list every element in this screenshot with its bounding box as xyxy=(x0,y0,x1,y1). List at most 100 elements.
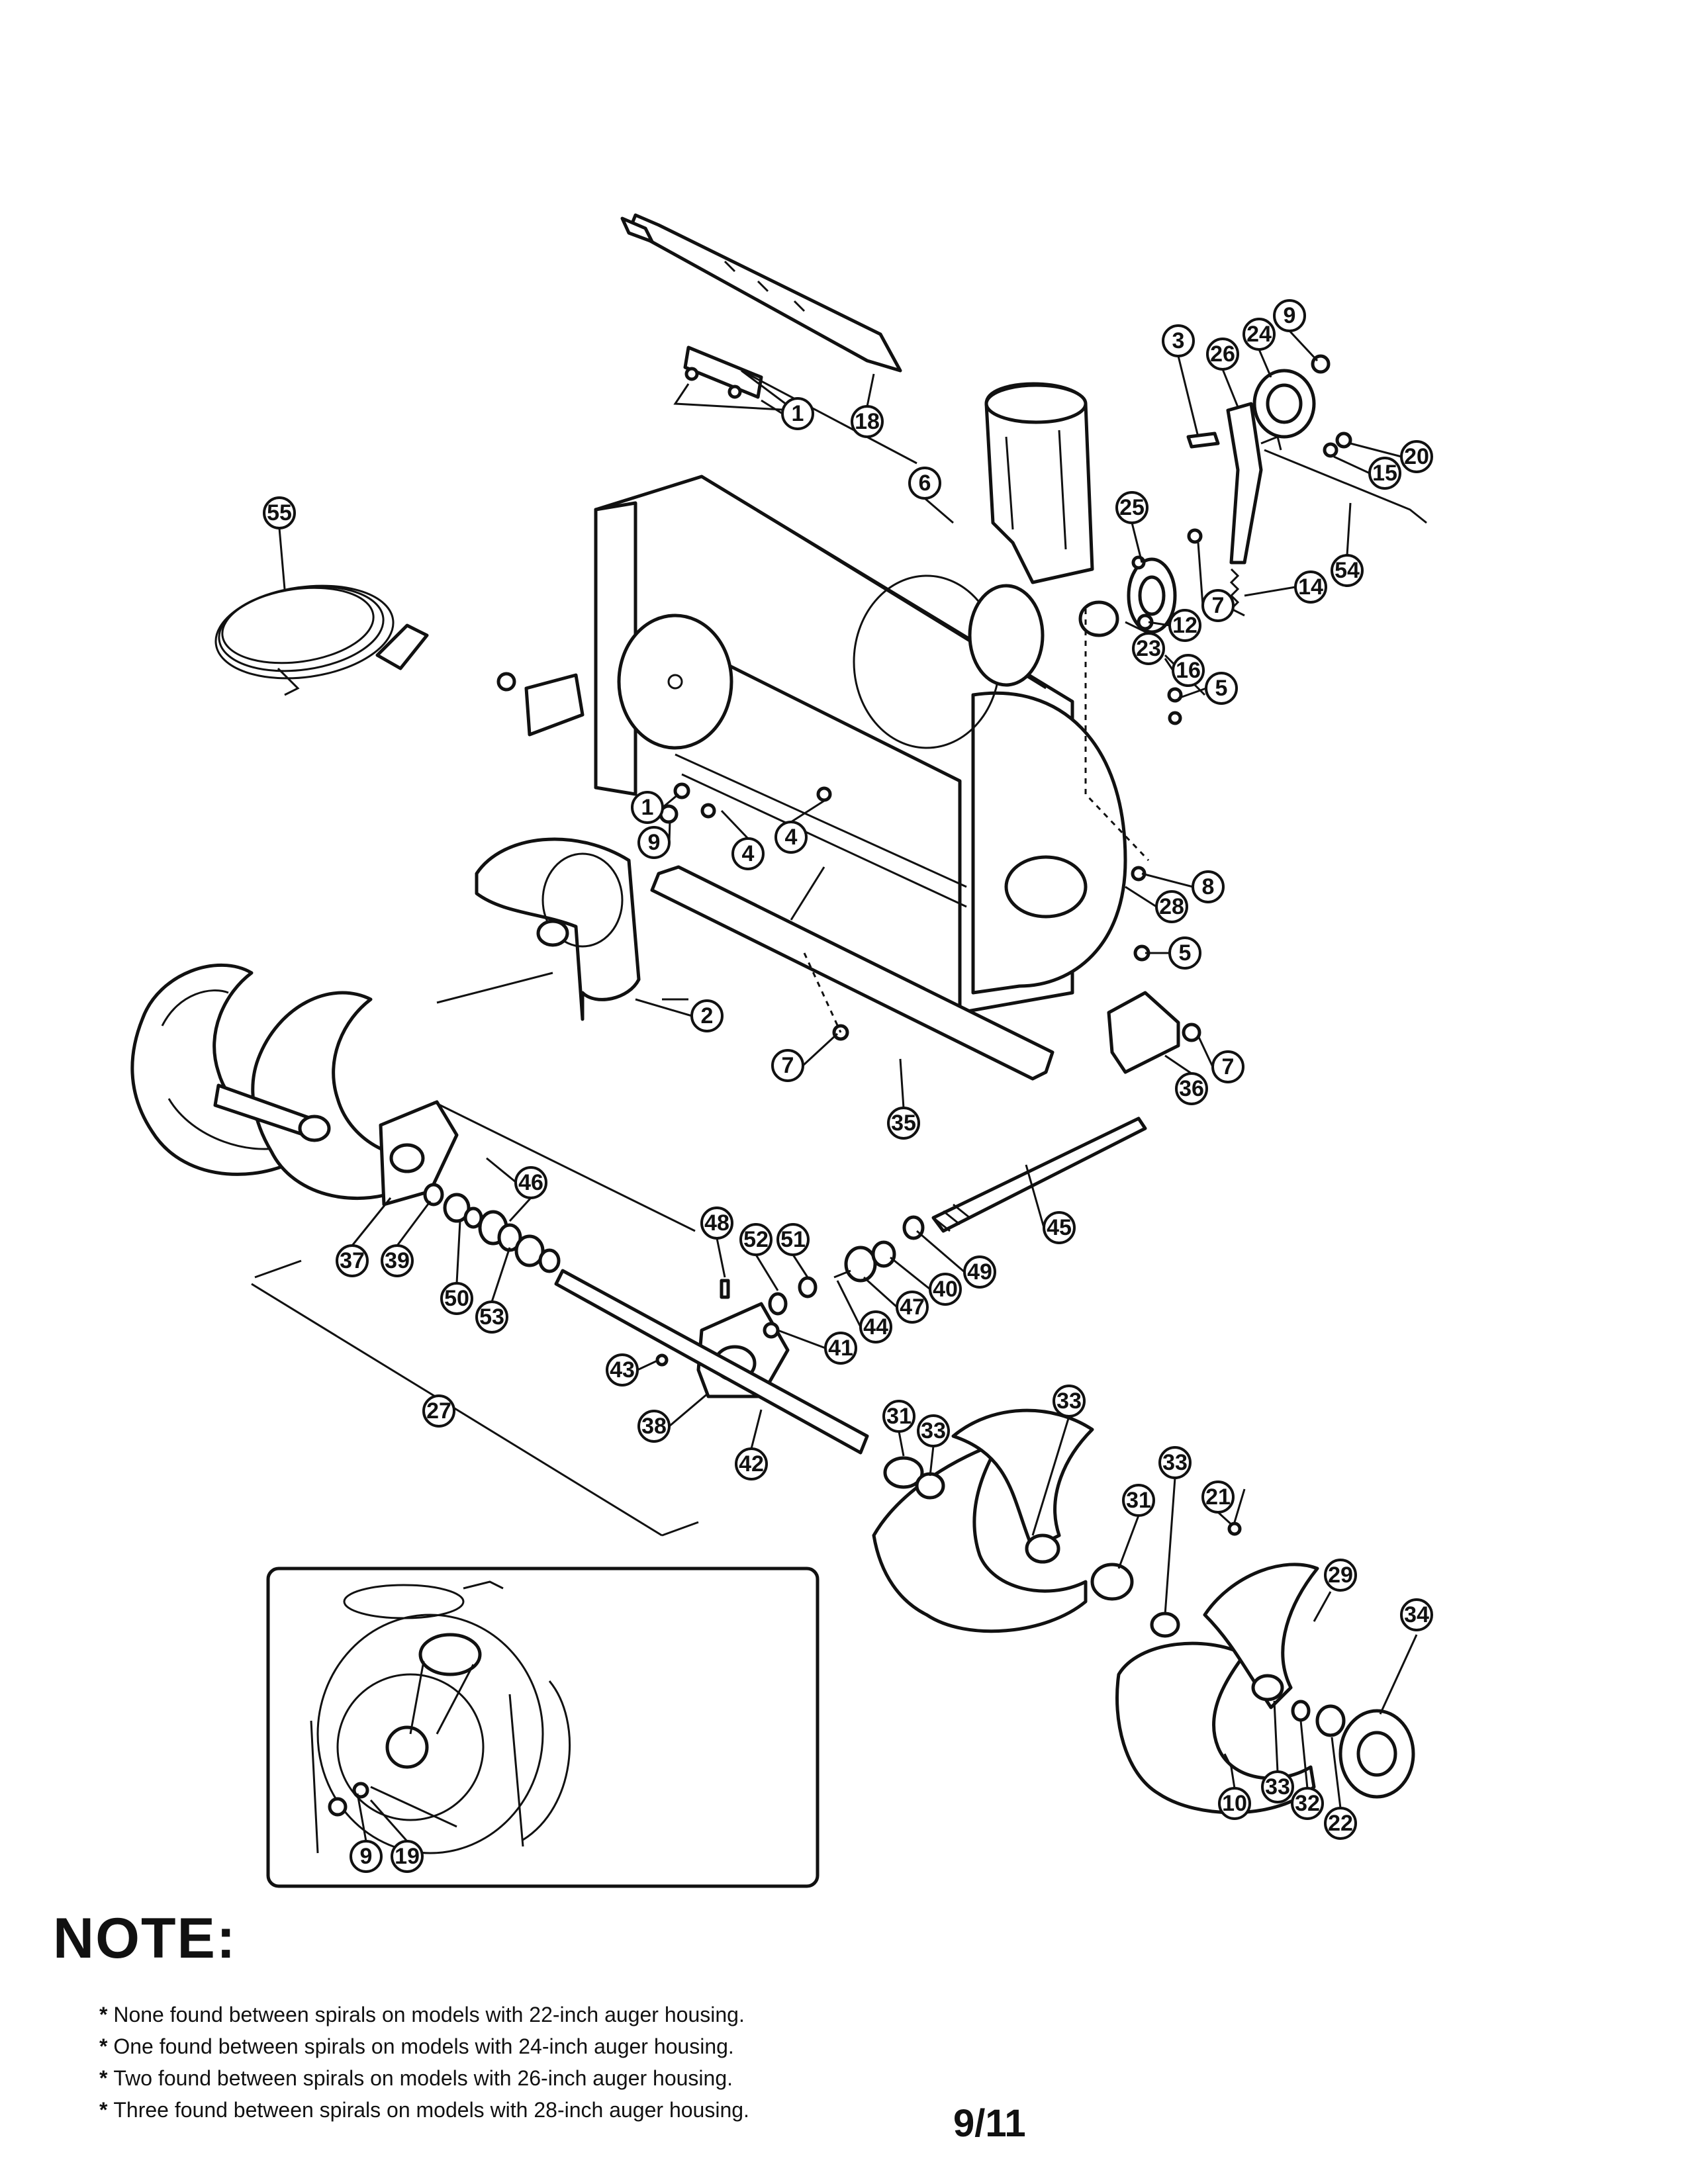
auger-shaft-part xyxy=(554,1269,869,1455)
callout-24: 24 xyxy=(1243,318,1276,351)
svg-text:40: 40 xyxy=(933,1277,958,1302)
svg-text:19: 19 xyxy=(395,1844,420,1869)
svg-text:9: 9 xyxy=(648,830,661,855)
impeller-cover-part xyxy=(475,837,641,1021)
callout-37: 37 xyxy=(336,1244,369,1277)
inset-detail xyxy=(266,1567,820,1888)
callout-31-right: 31 xyxy=(1122,1484,1155,1517)
skid-shoe-left-part xyxy=(496,672,585,737)
worm-shaft-part xyxy=(902,1116,1147,1240)
svg-text:54: 54 xyxy=(1335,558,1360,583)
idler-bracket-part xyxy=(1186,402,1263,565)
callout-53: 53 xyxy=(475,1300,508,1334)
svg-text:20: 20 xyxy=(1404,444,1429,469)
callout-7-right: 7 xyxy=(1211,1050,1244,1083)
svg-text:31: 31 xyxy=(886,1404,912,1429)
svg-text:18: 18 xyxy=(855,409,880,434)
callout-15: 15 xyxy=(1368,457,1401,490)
svg-text:45: 45 xyxy=(1047,1215,1072,1240)
callout-32: 32 xyxy=(1291,1787,1324,1820)
svg-text:7: 7 xyxy=(782,1053,794,1078)
bearing-housing-part xyxy=(1291,1700,1415,1799)
note-title: NOTE: xyxy=(53,1907,237,1970)
callout-26: 26 xyxy=(1206,338,1239,371)
svg-text:38: 38 xyxy=(641,1414,667,1439)
svg-text:41: 41 xyxy=(828,1336,853,1361)
callout-38: 38 xyxy=(637,1410,671,1443)
svg-text:1: 1 xyxy=(792,401,804,426)
callout-7-middle: 7 xyxy=(771,1049,804,1082)
note-item: One found between spirals on models with… xyxy=(99,2030,749,2062)
svg-text:29: 29 xyxy=(1328,1563,1353,1588)
callout-20: 20 xyxy=(1400,440,1433,473)
callout-42: 42 xyxy=(735,1447,768,1480)
right-auger-spiral-part xyxy=(872,1408,1094,1633)
svg-text:7: 7 xyxy=(1222,1054,1235,1079)
callout-22: 22 xyxy=(1324,1807,1357,1840)
shaft-bracket-part xyxy=(683,345,763,399)
svg-text:16: 16 xyxy=(1176,658,1201,683)
callout-4-right: 4 xyxy=(774,821,808,854)
svg-text:15: 15 xyxy=(1372,461,1397,486)
callout-48: 48 xyxy=(700,1206,733,1240)
svg-text:14: 14 xyxy=(1298,574,1323,600)
svg-text:21: 21 xyxy=(1205,1484,1231,1510)
svg-text:22: 22 xyxy=(1328,1811,1353,1836)
svg-text:9: 9 xyxy=(360,1844,373,1869)
svg-text:28: 28 xyxy=(1159,894,1184,919)
svg-text:48: 48 xyxy=(704,1210,729,1236)
callout-18: 18 xyxy=(851,405,884,438)
callout-29: 29 xyxy=(1324,1559,1357,1592)
note-list: None found between spirals on models wit… xyxy=(99,1999,749,2126)
gear-housing-cover-part xyxy=(379,1100,459,1206)
cable-part xyxy=(1260,432,1427,524)
left-auger-spiral-part xyxy=(130,963,426,1201)
svg-text:31: 31 xyxy=(1126,1488,1151,1513)
callout-5-lower: 5 xyxy=(1168,936,1201,970)
callout-25: 25 xyxy=(1115,491,1149,524)
callout-23: 23 xyxy=(1132,632,1165,665)
note-item: None found between spirals on models wit… xyxy=(99,1999,749,2030)
callout-6: 6 xyxy=(908,467,941,500)
callout-5-upper: 5 xyxy=(1205,672,1238,705)
callout-31-left: 31 xyxy=(882,1400,915,1433)
page-number: 9/11 xyxy=(953,2102,1026,2145)
svg-text:5: 5 xyxy=(1179,940,1192,966)
note-item: Two found between spirals on models with… xyxy=(99,2062,749,2094)
callout-14: 14 xyxy=(1294,570,1327,604)
callout-12: 12 xyxy=(1168,609,1201,642)
note-item: Three found between spirals on models wi… xyxy=(99,2094,749,2126)
svg-text:8: 8 xyxy=(1202,874,1215,899)
svg-text:55: 55 xyxy=(267,500,292,525)
svg-text:49: 49 xyxy=(967,1259,992,1285)
svg-text:3: 3 xyxy=(1172,328,1185,353)
svg-text:24: 24 xyxy=(1246,322,1272,347)
svg-text:44: 44 xyxy=(863,1314,888,1340)
callout-55: 55 xyxy=(263,496,296,529)
callout-9-top: 9 xyxy=(1273,299,1306,332)
far-right-auger-spiral-part xyxy=(1090,1522,1319,1815)
svg-text:52: 52 xyxy=(743,1227,769,1252)
svg-text:1: 1 xyxy=(641,795,654,820)
svg-text:33: 33 xyxy=(921,1418,946,1443)
svg-text:47: 47 xyxy=(900,1295,925,1320)
callout-7-upper: 7 xyxy=(1201,589,1235,622)
bearing-flange-part xyxy=(1078,528,1203,637)
svg-text:7: 7 xyxy=(1212,593,1225,618)
callout-39: 39 xyxy=(381,1244,414,1277)
chute-part xyxy=(984,382,1094,584)
svg-text:50: 50 xyxy=(444,1286,469,1311)
callout-51: 51 xyxy=(776,1223,810,1256)
callout-52: 52 xyxy=(739,1223,773,1256)
svg-text:53: 53 xyxy=(479,1304,504,1330)
callout-45: 45 xyxy=(1043,1211,1076,1244)
svg-text:4: 4 xyxy=(785,825,798,850)
callout-50: 50 xyxy=(440,1282,473,1315)
washer-bushing-set-part xyxy=(423,1183,561,1273)
pulley-part xyxy=(1252,354,1331,439)
callout-54: 54 xyxy=(1331,554,1364,587)
callout-35: 35 xyxy=(887,1107,920,1140)
svg-text:39: 39 xyxy=(385,1248,410,1273)
svg-text:12: 12 xyxy=(1172,613,1197,638)
svg-text:2: 2 xyxy=(701,1003,714,1028)
